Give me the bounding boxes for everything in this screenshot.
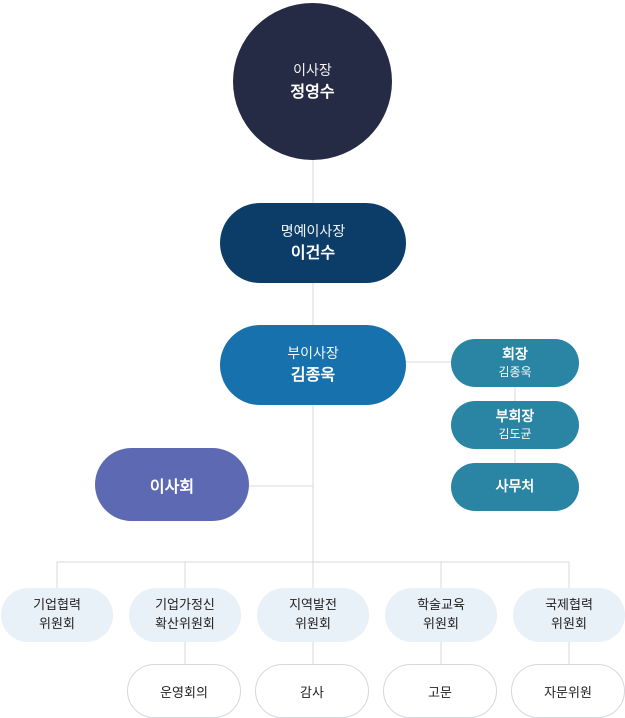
sub-label: 감사 [300, 685, 324, 701]
sub-label: 자문위원 [544, 685, 592, 701]
committee-label: 국제협력 위원회 [545, 598, 593, 632]
sub-operations-meeting: 운영회의 [127, 664, 241, 718]
committee-label: 학술교육 위원회 [417, 598, 465, 632]
vice-president-title: 부회장 [495, 409, 535, 425]
committee-entrepreneurship: 기업가정신 확산위원회 [129, 588, 241, 642]
secretariat-title: 사무처 [495, 479, 535, 495]
secretariat-node: 사무처 [451, 463, 579, 511]
vice-chairman-role: 부이사장 [287, 346, 339, 362]
committee-academic-education: 학술교육 위원회 [385, 588, 497, 642]
board-node: 이사회 [95, 448, 249, 521]
honorary-chairman-role: 명예이사장 [280, 224, 346, 240]
chairman-node: 이사장 정영수 [233, 3, 392, 160]
committee-label: 지역발전 위원회 [289, 598, 337, 632]
vice-president-node: 부회장 김도균 [451, 401, 579, 449]
sub-label: 운영회의 [160, 685, 208, 701]
sub-label: 고문 [428, 685, 452, 701]
committee-international-cooperation: 국제협력 위원회 [513, 588, 625, 642]
sub-advisory-member: 자문위원 [511, 664, 625, 718]
committee-corporate-cooperation: 기업협력 위원회 [1, 588, 113, 642]
honorary-chairman-node: 명예이사장 이건수 [220, 203, 406, 283]
vice-chairman-name: 김종욱 [290, 365, 336, 384]
president-name: 김종욱 [498, 365, 532, 379]
sub-audit: 감사 [255, 664, 369, 718]
vice-chairman-node: 부이사장 김종욱 [220, 325, 406, 405]
chairman-role: 이사장 [293, 62, 332, 79]
chairman-name: 정영수 [290, 81, 335, 101]
president-node: 회장 김종욱 [451, 339, 579, 387]
committee-label: 기업가정신 확산위원회 [155, 598, 215, 632]
board-label: 이사회 [149, 476, 195, 496]
president-title: 회장 [502, 347, 528, 363]
committee-regional-development: 지역발전 위원회 [257, 588, 369, 642]
sub-advisor: 고문 [383, 664, 497, 718]
committee-label: 기업협력 위원회 [33, 598, 81, 632]
honorary-chairman-name: 이건수 [290, 243, 336, 262]
vice-president-name: 김도균 [498, 427, 532, 441]
